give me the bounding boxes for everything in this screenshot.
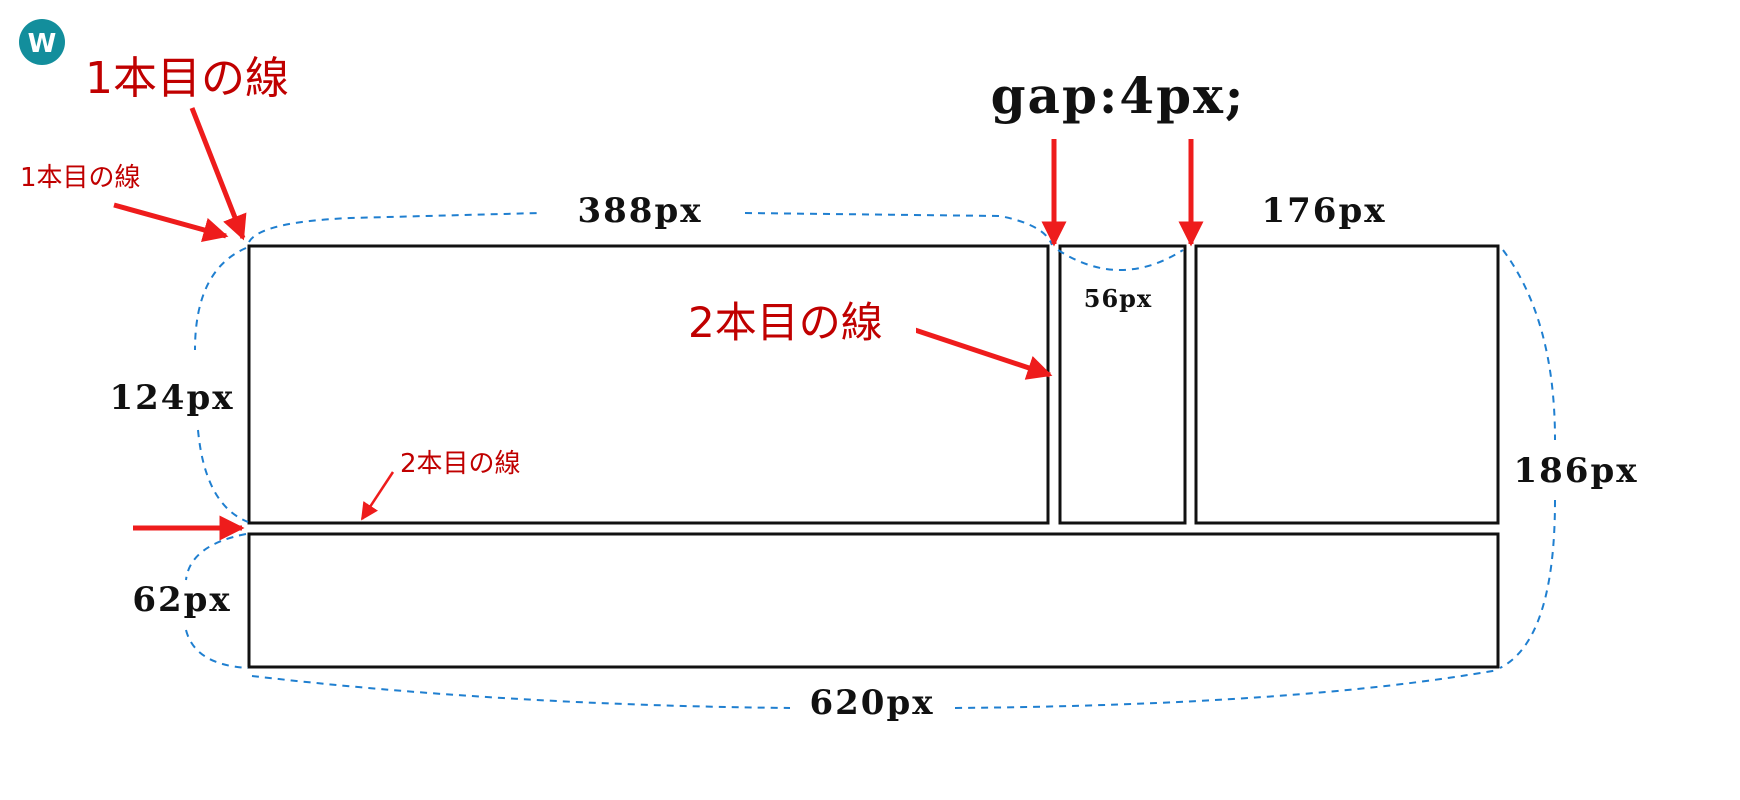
- dimension-124-left-lower: [197, 429, 249, 523]
- w-logo-icon: W: [19, 19, 65, 65]
- line1-small-label: 1本目の線: [20, 163, 141, 193]
- grid-cell-176: [1194, 244, 1500, 525]
- dimension-62-left: [185, 533, 247, 581]
- arrow-line1-small: [113, 202, 229, 243]
- width-176-label: 176px: [1261, 191, 1386, 231]
- grid-cell-388: [247, 244, 1050, 525]
- dimension-620-bottom-left: [251, 675, 791, 709]
- arrow-line2-big: [914, 327, 1053, 380]
- line2-big-label: 2本目の線: [688, 298, 883, 347]
- width-56-label: 56px: [1084, 284, 1153, 313]
- height-62-label: 62px: [132, 580, 231, 620]
- width-388-label: 388px: [577, 191, 702, 231]
- line1-big-label: 1本目の線: [85, 53, 289, 104]
- gap-label: gap:4px;: [991, 66, 1246, 125]
- dimension-186-right-lower: [1499, 499, 1556, 669]
- grid-cell-56: [1058, 244, 1187, 525]
- dimension-388-top: [248, 212, 541, 243]
- dimension-56-curve: [1057, 249, 1184, 271]
- dimension-124-left: [194, 247, 247, 351]
- width-620-label: 620px: [809, 683, 934, 723]
- dimension-620-bottom-right: [954, 669, 1499, 709]
- arrow-line2-small: [360, 471, 395, 521]
- arrow-line1-big: [189, 107, 247, 241]
- height-124-label: 124px: [109, 378, 234, 418]
- line2-small-label: 2本目の線: [400, 449, 521, 479]
- dimension-62-left-lower: [185, 629, 249, 669]
- grid-cell-bottom: [247, 532, 1500, 669]
- dimension-186-right: [1502, 249, 1556, 441]
- w-logo-letter: W: [28, 29, 57, 59]
- dimension-388-top-right: [744, 212, 1053, 246]
- height-186-label: 186px: [1513, 451, 1638, 491]
